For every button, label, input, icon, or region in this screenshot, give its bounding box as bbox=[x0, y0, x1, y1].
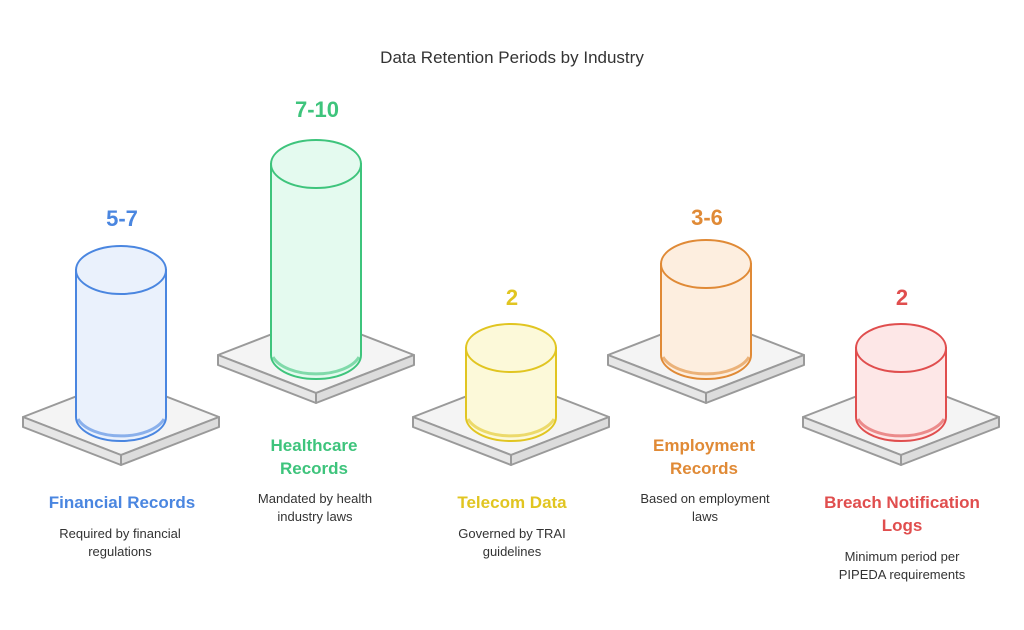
cylinder-base-financial-records bbox=[76, 418, 166, 438]
value-telecom-data: 2 bbox=[505, 285, 519, 310]
cylinder-body-healthcare-records bbox=[270, 163, 362, 380]
desc-healthcare-records: Mandated by health industry laws bbox=[257, 491, 373, 524]
desc-telecom-data: Governed by TRAI guidelines bbox=[458, 526, 566, 559]
value-employment-records: 3-6 bbox=[691, 205, 723, 230]
name-breach-notification-logs: Breach Notification Logs bbox=[824, 493, 980, 535]
cylinder-base-breach-notification-logs bbox=[856, 418, 946, 438]
diagram-title: Data Retention Periods by Industry bbox=[380, 48, 644, 67]
cylinder-top-financial-records bbox=[75, 245, 167, 295]
name-employment-records: Employment Records bbox=[652, 436, 756, 478]
cylinder-body-financial-records bbox=[75, 269, 167, 442]
value-healthcare-records: 7-10 bbox=[294, 97, 340, 122]
cylinder-top-healthcare-records bbox=[270, 139, 362, 189]
cylinder-body-breach-notification-logs bbox=[855, 347, 947, 442]
name-telecom-data: Telecom Data bbox=[457, 493, 567, 512]
cylinder-base-healthcare-records bbox=[271, 356, 361, 376]
desc-financial-records: Required by financial regulations bbox=[59, 526, 181, 559]
desc-breach-notification-logs: Minimum period per PIPEDA requirements bbox=[838, 549, 966, 582]
value-breach-notification-logs: 2 bbox=[895, 285, 909, 310]
cylinder-base-telecom-data bbox=[466, 418, 556, 438]
cylinder-body-employment-records bbox=[660, 263, 752, 380]
name-healthcare-records: Healthcare Records bbox=[270, 436, 358, 478]
platform-right-telecom-data bbox=[510, 416, 610, 466]
platform-right-employment-records bbox=[705, 354, 805, 404]
name-financial-records: Financial Records bbox=[48, 493, 196, 512]
cylinder-body-telecom-data bbox=[465, 347, 557, 442]
platform-right-breach-notification-logs bbox=[900, 416, 1000, 466]
platform-right-financial-records bbox=[120, 416, 220, 466]
cylinder-base-employment-records bbox=[661, 356, 751, 376]
desc-employment-records: Based on employment laws bbox=[640, 491, 770, 524]
value-financial-records: 5-7 bbox=[106, 206, 138, 231]
platform-right-healthcare-records bbox=[315, 354, 415, 404]
cylinder-top-employment-records bbox=[660, 239, 752, 289]
cylinder-top-breach-notification-logs bbox=[855, 323, 947, 373]
cylinder-top-telecom-data bbox=[465, 323, 557, 373]
